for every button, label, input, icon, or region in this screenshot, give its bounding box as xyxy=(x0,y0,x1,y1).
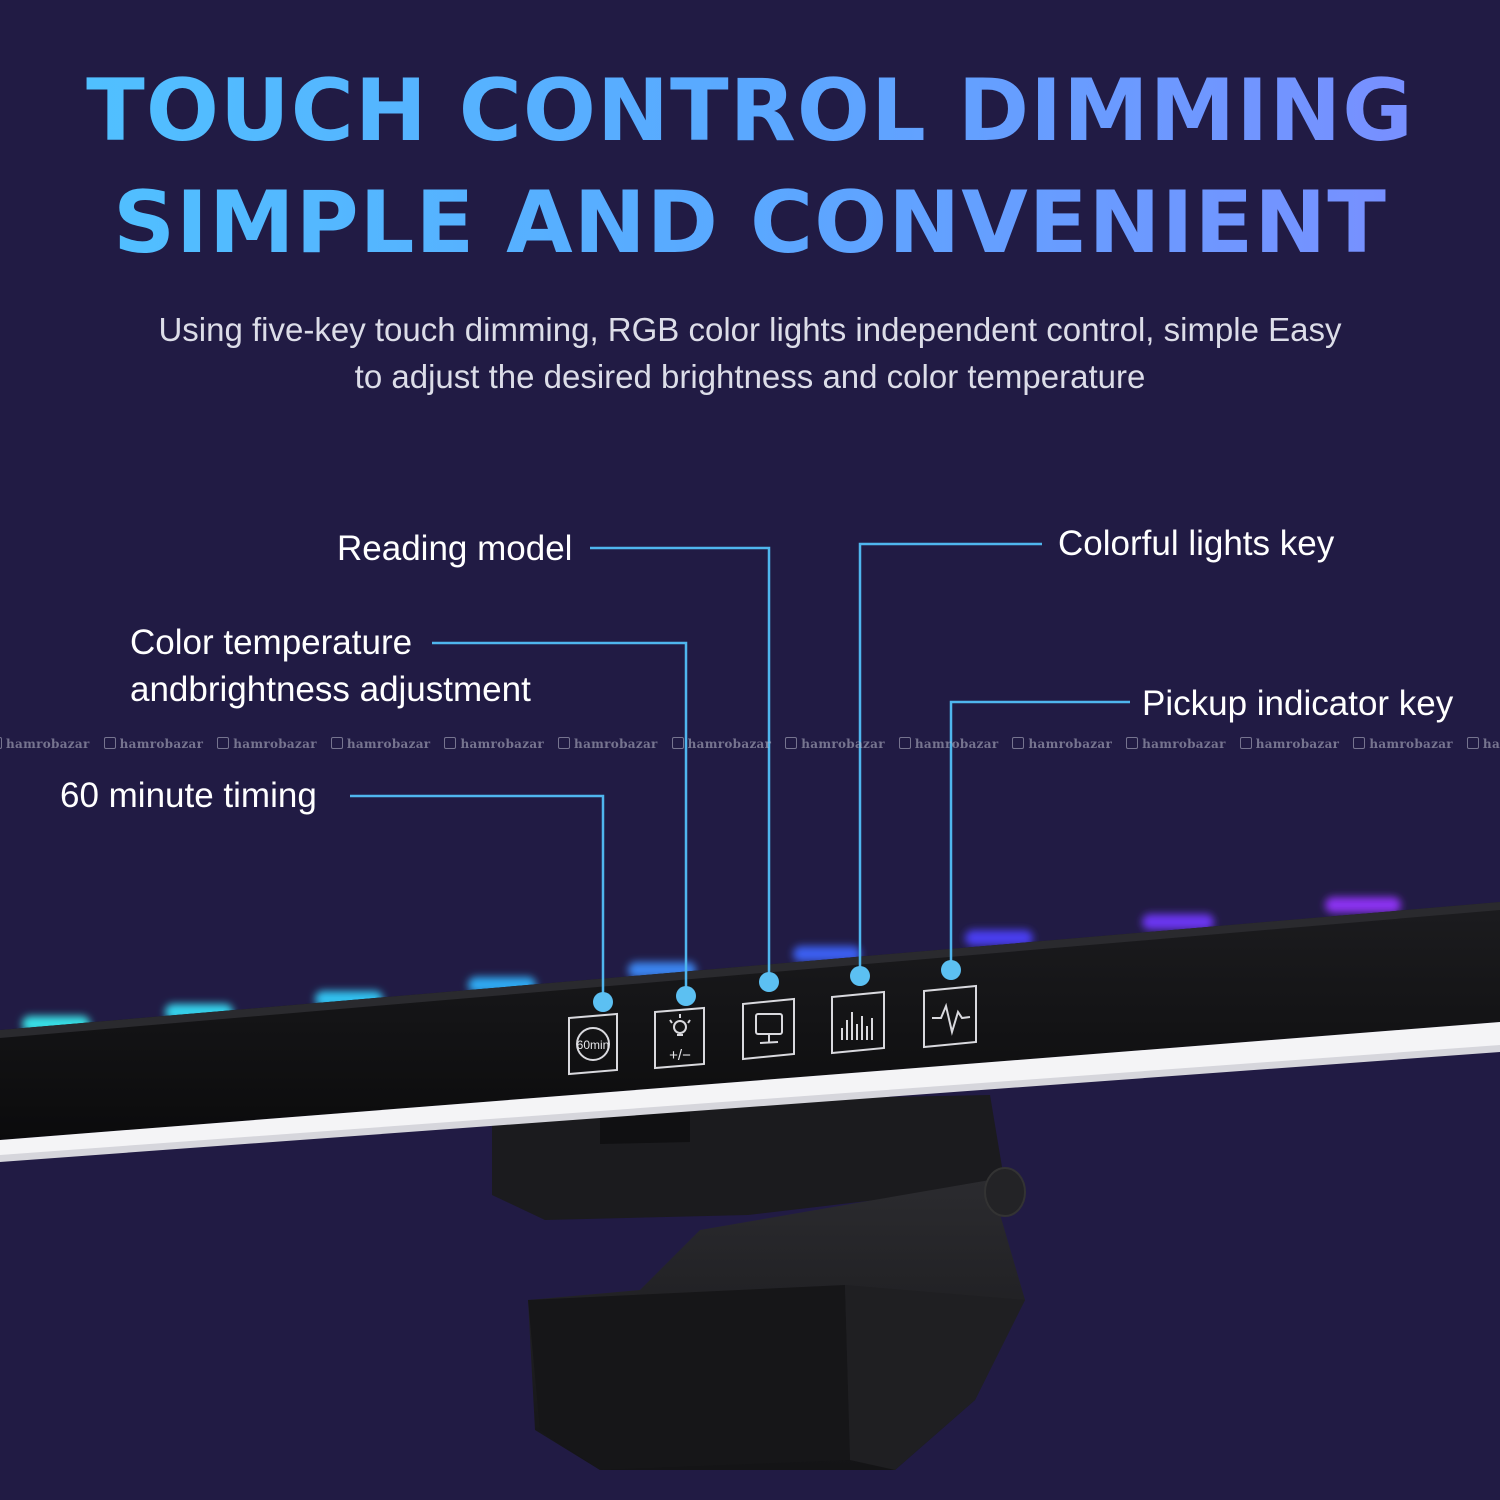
watermark-text: hamrobazar xyxy=(0,737,90,751)
light-bar xyxy=(0,902,1500,1162)
watermark-text: hamrobazar xyxy=(558,737,658,751)
leader-timing xyxy=(350,794,605,1002)
headline-line-1: TOUCH CONTROL DIMMING xyxy=(0,68,1500,154)
reading-mode-key-icon[interactable] xyxy=(742,997,795,1061)
led-8 xyxy=(1142,914,1214,930)
leader-pickup xyxy=(949,700,1130,970)
dot-colorful-lights xyxy=(850,966,870,986)
watermark-text: hamrobazar xyxy=(1240,737,1340,751)
watermark-text: hamrobazar xyxy=(785,737,885,751)
headline-line-2: SIMPLE AND CONVENIENT xyxy=(0,180,1500,266)
callout-pickup-indicator: Pickup indicator key xyxy=(1142,684,1454,723)
watermark-text: hamrobazar xyxy=(1353,737,1453,751)
callout-color-temperature-line-1: Color temperature xyxy=(130,623,413,662)
watermark-text: hamrobazar xyxy=(1467,737,1500,751)
brightness-key-icon[interactable]: +/− xyxy=(654,1006,705,1070)
watermark-text: hamrobazar xyxy=(217,737,317,751)
timer-key-icon[interactable]: 60min xyxy=(568,1012,618,1076)
watermark-text: hamrobazar xyxy=(1126,737,1226,751)
callout-color-temperature-line-2: andbrightness adjustment xyxy=(130,670,531,709)
pickup-indicator-key-icon[interactable] xyxy=(923,984,977,1049)
leader-reading-model xyxy=(590,546,771,982)
watermark-text: hamrobazar xyxy=(1012,737,1112,751)
leader-dots xyxy=(593,960,961,1012)
watermark-text: hamrobazar xyxy=(444,737,544,751)
leader-colorful-lights xyxy=(858,542,1042,976)
led-9 xyxy=(1325,897,1401,913)
leader-lines xyxy=(350,542,1130,1002)
watermark-text: hamrobazar xyxy=(331,737,431,751)
brightness-key-label: +/− xyxy=(669,1047,691,1064)
watermark-strip: hamrobazar hamrobazar hamrobazar hamrobazar… xyxy=(0,737,1500,751)
watermark-text: hamrobazar xyxy=(899,737,999,751)
callout-reading-model: Reading model xyxy=(337,529,573,568)
leader-color-temperature xyxy=(432,641,688,996)
monitor-clamp xyxy=(492,1095,1026,1470)
led-7 xyxy=(965,930,1033,946)
description-line-1: Using five-key touch dimming, RGB color … xyxy=(158,311,1342,348)
dot-color-temperature xyxy=(676,986,696,1006)
colorful-lights-key-icon[interactable] xyxy=(831,990,885,1055)
dot-timing xyxy=(593,992,613,1012)
watermark-text: hamrobazar xyxy=(104,737,204,751)
dot-pickup xyxy=(941,960,961,980)
callout-color-temperature: Color temperature andbrightness adjustme… xyxy=(130,619,531,713)
callout-colorful-lights: Colorful lights key xyxy=(1058,524,1335,563)
timer-key-label: 60min xyxy=(577,1038,610,1052)
watermark-text: hamrobazar xyxy=(672,737,772,751)
description-line-2: to adjust the desired brightness and col… xyxy=(354,358,1146,395)
callout-timing: 60 minute timing xyxy=(60,776,317,815)
dot-reading-model xyxy=(759,972,779,992)
description: Using five-key touch dimming, RGB color … xyxy=(100,306,1400,400)
